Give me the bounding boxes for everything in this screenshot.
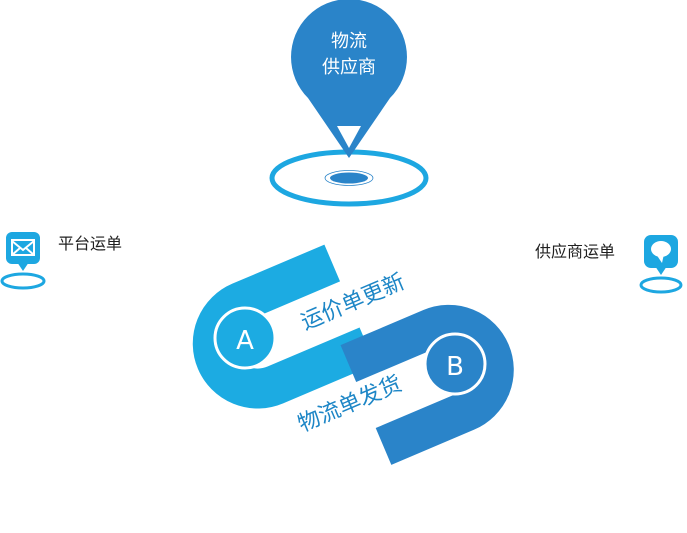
pin-marker-notch (337, 126, 361, 148)
platform-waybill-label: 平台运单 (58, 234, 123, 253)
link-b (340, 304, 514, 465)
link-a (192, 244, 376, 409)
platform-icon-pointer (17, 262, 29, 271)
platform-icon-ring (0, 272, 46, 290)
supplier-icon-pointer (655, 266, 667, 275)
pin-base-dot (330, 172, 368, 184)
supplier-icon-ring (639, 276, 683, 294)
pin-label-line2: 供应商 (322, 57, 376, 78)
link-b-letter: B (446, 352, 464, 382)
envelope-flap-icon (11, 240, 35, 256)
pin-label-line1: 物流 (331, 31, 367, 52)
link-b-badge (423, 332, 487, 396)
platform-waybill-icon (0, 232, 46, 290)
link-a-band (192, 244, 376, 409)
link-a-letter: A (236, 326, 254, 356)
supplier-waybill-icon (639, 235, 683, 294)
speech-bubble-icon (651, 241, 671, 257)
pin-base-dot-halo (324, 170, 374, 186)
link-b-band (340, 304, 514, 465)
link-a-badge (213, 306, 277, 370)
envelope-icon (11, 239, 35, 256)
pin-marker-shape (291, 0, 407, 158)
supplier-pin: 物流 供应商 (269, 0, 429, 207)
speech-bubble-tail-icon (656, 254, 664, 263)
supplier-waybill-label: 供应商运单 (535, 242, 616, 261)
